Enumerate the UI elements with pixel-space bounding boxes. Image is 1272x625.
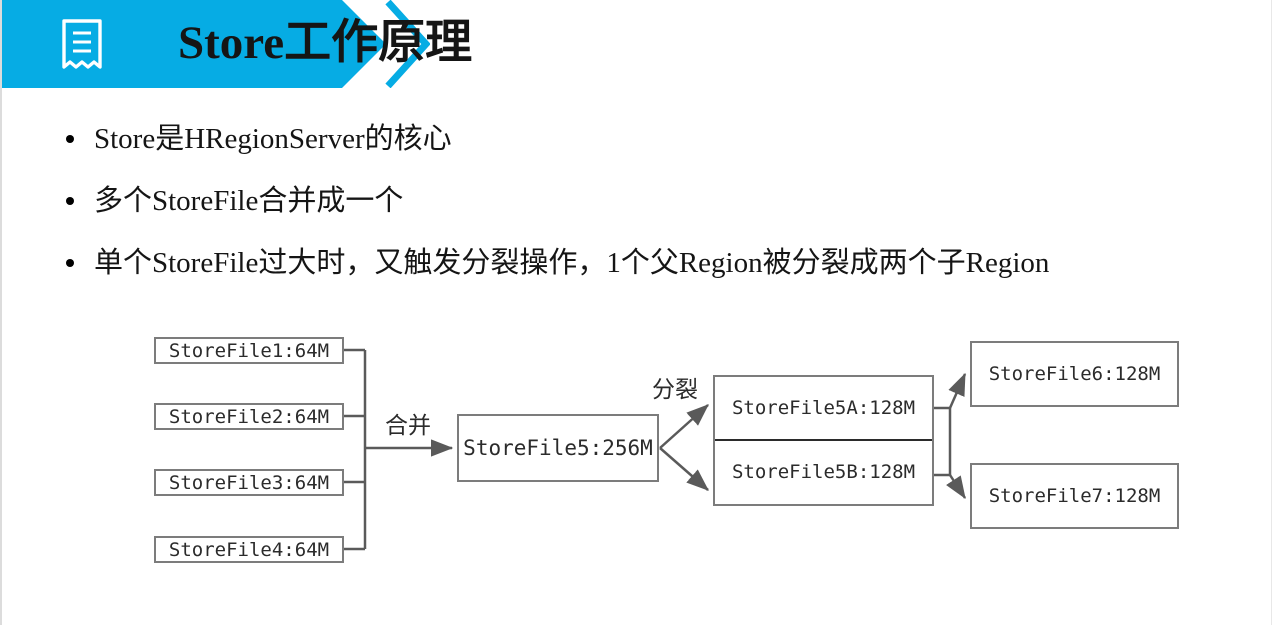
node-storefile7: StoreFile7:128M	[970, 463, 1179, 529]
bullet-dot-icon	[66, 135, 74, 143]
edge-label-merge: 合并	[385, 413, 431, 438]
page-title: Store工作原理	[178, 17, 473, 69]
bullet-text: Store是HRegionServer的核心	[94, 123, 452, 155]
node-storefile5-merged: StoreFile5:256M	[457, 414, 659, 482]
bullet-list: Store是HRegionServer的核心 多个StoreFile合并成一个 …	[60, 108, 1220, 294]
bullet-text: 多个StoreFile合并成一个	[94, 185, 404, 217]
node-storefile5a: StoreFile5A:128M	[715, 377, 932, 441]
store-workflow-diagram: StoreFile1:64M StoreFile2:64M StoreFile3…	[2, 300, 1271, 610]
node-split-region: StoreFile5A:128M StoreFile5B:128M	[713, 375, 934, 506]
bullet-dot-icon	[66, 259, 74, 267]
banner-body	[2, 0, 342, 88]
node-storefile6: StoreFile6:128M	[970, 341, 1179, 407]
node-storefile1: StoreFile1:64M	[154, 337, 344, 364]
list-item: 单个StoreFile过大时，又触发分裂操作，1个父Region被分裂成两个子R…	[60, 232, 1220, 294]
bullet-dot-icon	[66, 197, 74, 205]
bullet-text: 单个StoreFile过大时，又触发分裂操作，1个父Region被分裂成两个子R…	[94, 247, 1050, 279]
list-item: 多个StoreFile合并成一个	[60, 170, 1220, 232]
banner-arrow-point	[342, 0, 386, 88]
node-storefile5b: StoreFile5B:128M	[731, 461, 916, 484]
node-storefile2: StoreFile2:64M	[154, 403, 344, 430]
header-banner	[2, 0, 432, 88]
receipt-document-icon	[62, 19, 102, 69]
edge-label-split: 分裂	[652, 377, 698, 402]
banner-chevron-icon	[385, 0, 430, 88]
node-storefile4: StoreFile4:64M	[154, 536, 344, 563]
list-item: Store是HRegionServer的核心	[60, 108, 1220, 170]
node-storefile3: StoreFile3:64M	[154, 469, 344, 496]
